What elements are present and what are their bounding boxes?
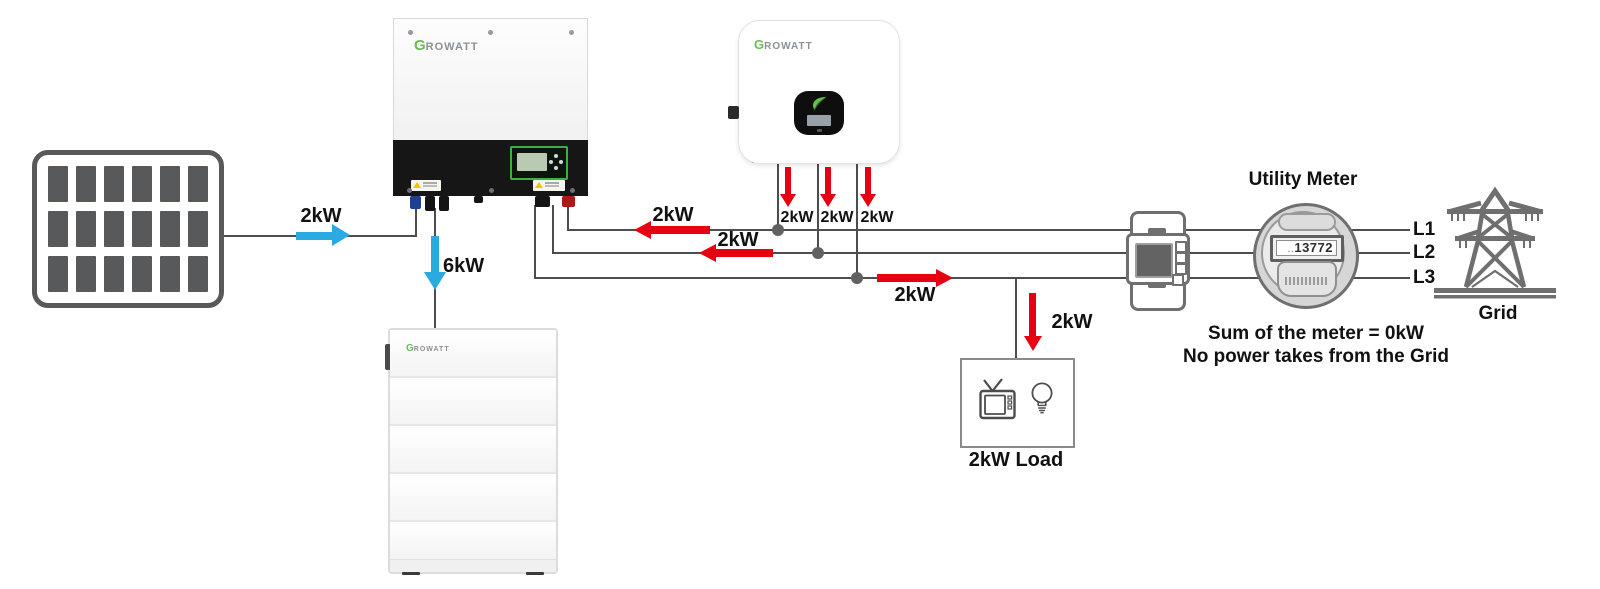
load-flow-label: 2kW <box>1051 311 1093 333</box>
battery-stack: GROWATT <box>385 328 558 575</box>
wire-phase-l3 <box>535 277 1410 279</box>
junction-dot-l2 <box>812 247 824 259</box>
bulb-icon <box>1031 382 1053 414</box>
grid-tower-icon <box>1434 186 1556 299</box>
grid-label: Grid <box>1478 303 1518 324</box>
ac-connector-black <box>535 196 550 207</box>
inverter-display <box>510 146 568 180</box>
wire-micro-drop-2 <box>817 162 819 254</box>
backfeed-l2-label: 2kW <box>717 229 759 251</box>
battery-connector-1 <box>425 196 435 211</box>
backfeed-l1-label: 2kW <box>652 204 694 226</box>
wire-micro-drop-3 <box>856 162 858 279</box>
junction-dot-l3 <box>851 272 863 284</box>
meter-reading: ..13772 <box>1276 240 1337 256</box>
micro-inverter: GROWATT <box>738 20 900 164</box>
battery-connector-2 <box>439 196 449 211</box>
forward-l3-label: 2kW <box>894 284 936 306</box>
meter-note: Sum of the meter = 0kW No power takes fr… <box>1161 322 1471 368</box>
phase-label-l1: L1 <box>1413 219 1436 240</box>
micro-side-connector <box>728 106 739 119</box>
com-connector <box>474 196 483 203</box>
meter-note-line2: No power takes from the Grid <box>1182 346 1450 368</box>
tv-icon <box>979 378 1016 420</box>
wire-inverter-stub-l3 <box>534 205 536 279</box>
utility-meter-title: Utility Meter <box>1248 169 1358 190</box>
micro-out-label-2: 2kW <box>820 209 854 226</box>
ac-connector-red <box>562 196 575 207</box>
pv-connector <box>410 196 421 209</box>
warning-label-icon <box>533 180 565 191</box>
micro-out-label-1: 2kW <box>780 209 814 226</box>
phase-label-l2: L2 <box>1413 242 1436 263</box>
micro-inverter-display <box>794 91 844 135</box>
growatt-logo-hybrid: GROWATT <box>414 37 479 54</box>
warning-label-icon <box>411 180 441 191</box>
wire-phase-l2 <box>553 252 1410 254</box>
wire-inverter-stub-l1 <box>567 205 569 231</box>
smart-meter-body <box>1126 233 1190 286</box>
wire-phase-l1 <box>568 229 1410 231</box>
junction-dot-l1 <box>772 224 784 236</box>
growatt-logo-battery: GROWATT <box>406 343 450 354</box>
battery-flow-label: 6kW <box>443 255 485 277</box>
load-label: 2kW Load <box>968 449 1064 471</box>
meter-barcode <box>1285 277 1328 285</box>
wire-micro-drop-1 <box>777 162 779 231</box>
leaf-icon <box>813 96 827 111</box>
phase-label-l3: L3 <box>1413 267 1436 288</box>
smart-meter-screen <box>1135 243 1173 278</box>
solar-panel-icon <box>32 150 224 308</box>
load-box <box>960 358 1075 448</box>
pv-flow-label: 2kW <box>300 205 342 227</box>
micro-out-label-3: 2kW <box>860 209 894 226</box>
wire-inverter-stub-l2 <box>552 205 554 254</box>
hybrid-inverter: GROWATT <box>393 18 588 196</box>
wire-load-drop <box>1015 278 1017 358</box>
wire-pv-vertical <box>415 206 417 237</box>
meter-note-line1: Sum of the meter = 0kW <box>1208 323 1424 344</box>
growatt-logo-micro: GROWATT <box>754 37 813 52</box>
battery-handle <box>385 344 391 370</box>
